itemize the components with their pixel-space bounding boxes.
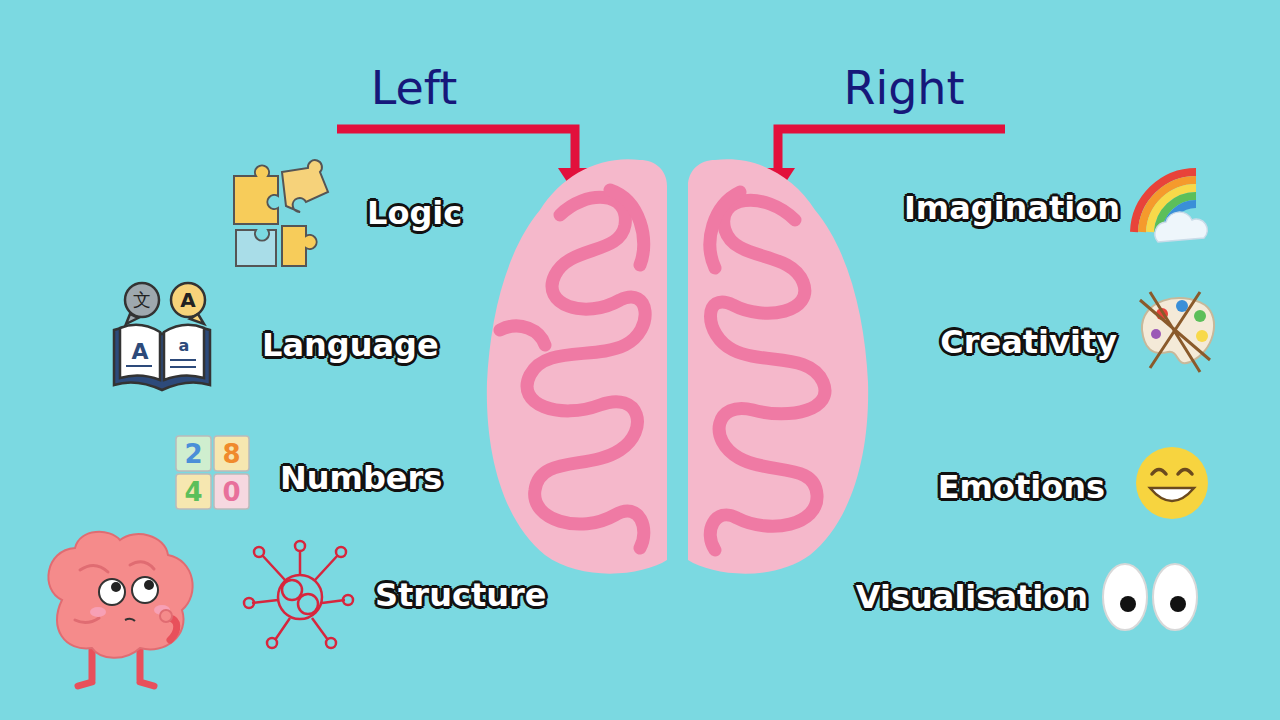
smiley-icon <box>1152 470 1192 475</box>
trait-label: Creativity <box>940 326 1117 358</box>
structure-icon <box>336 547 346 557</box>
eyes-icon <box>1120 596 1136 612</box>
eyes-icon <box>1170 596 1186 612</box>
eyes-icon <box>1103 564 1147 630</box>
palette-icon <box>1196 330 1208 342</box>
structure-icon <box>295 541 305 551</box>
brain-right-hemisphere <box>688 159 868 573</box>
icon-glyph: a <box>179 338 190 354</box>
brain-left-hemisphere <box>487 159 667 573</box>
number-tiles <box>176 474 211 509</box>
tile-number: 0 <box>222 479 240 505</box>
puzzle-icon <box>234 165 278 224</box>
trait-label: Numbers <box>280 462 442 494</box>
trait-label: Visualisation <box>856 581 1088 613</box>
book-icon <box>164 325 204 380</box>
tile-number: 2 <box>184 441 202 467</box>
icon-glyph: A <box>131 341 148 363</box>
smiley-icon <box>1136 447 1208 519</box>
pointer-arrow <box>337 129 1005 172</box>
palette-icon <box>1151 329 1161 339</box>
tile-number: 8 <box>222 441 240 467</box>
brain-character <box>170 618 177 640</box>
palette-icon <box>1194 310 1206 322</box>
palette-icon <box>1140 292 1210 372</box>
brain-character <box>90 607 106 617</box>
cloud-icon <box>1155 212 1207 242</box>
smiley-icon <box>1136 447 1208 519</box>
brain-left-hemisphere <box>527 197 645 548</box>
puzzle-icon <box>234 160 328 266</box>
brain-character <box>160 610 172 622</box>
structure-icon <box>326 638 336 648</box>
puzzle-icon <box>236 230 276 266</box>
trait-label: Logic <box>367 197 462 229</box>
brain-left-hemisphere <box>500 326 545 345</box>
icon-glyph: A <box>180 290 195 310</box>
pointer-arrow <box>778 129 1005 172</box>
book-icon <box>190 314 204 324</box>
book-icon <box>126 314 138 324</box>
brain-left-hemisphere <box>610 190 644 265</box>
book-icon <box>171 283 205 317</box>
smiley-icon <box>1150 488 1194 501</box>
brain-character <box>111 582 121 592</box>
icon-glyph: 文 <box>133 291 151 309</box>
tile-number: 4 <box>184 479 202 505</box>
hemisphere-title: Left <box>371 65 458 111</box>
structure-icon <box>244 541 353 648</box>
pointer-arrow <box>337 129 575 172</box>
brain-right-hemisphere <box>710 192 825 550</box>
structure-icon <box>343 595 353 605</box>
hemisphere-title: Right <box>843 65 964 111</box>
brain-character <box>132 577 158 603</box>
number-tiles <box>176 436 249 509</box>
brain-right-hemisphere <box>710 192 740 268</box>
number-tiles <box>214 474 249 509</box>
structure-icon <box>282 580 302 600</box>
palette-icon <box>1176 300 1188 312</box>
eyes-icon <box>1153 564 1197 630</box>
structure-icon <box>278 575 322 619</box>
brain-left-hemisphere <box>487 159 667 573</box>
structure-icon <box>254 547 264 557</box>
trait-label: Emotions <box>938 471 1105 503</box>
number-tiles <box>176 436 211 471</box>
structure-icon <box>267 638 277 648</box>
book-icon <box>125 283 159 317</box>
structure-icon <box>244 598 254 608</box>
brain-left-hemisphere <box>500 190 645 548</box>
puzzle-icon <box>282 226 317 266</box>
brain-character <box>99 579 125 605</box>
brain-character <box>48 532 192 658</box>
structure-icon <box>252 550 345 640</box>
trait-label: Language <box>262 329 439 361</box>
palette-icon <box>1140 292 1214 372</box>
brain-right-hemisphere <box>710 200 825 550</box>
number-tiles <box>214 436 249 471</box>
book-icon <box>114 283 210 390</box>
eyes-icon <box>1103 564 1197 630</box>
brain-character <box>144 580 154 590</box>
puzzle-icon <box>282 160 328 212</box>
trait-label: Structure <box>375 579 546 611</box>
book-icon <box>120 325 160 380</box>
brain-character <box>48 532 192 686</box>
cloud-icon <box>1155 212 1207 242</box>
brain-character <box>125 619 135 621</box>
trait-label: Imagination <box>904 192 1120 224</box>
structure-icon <box>298 594 318 614</box>
brain-right-hemisphere <box>688 159 868 573</box>
